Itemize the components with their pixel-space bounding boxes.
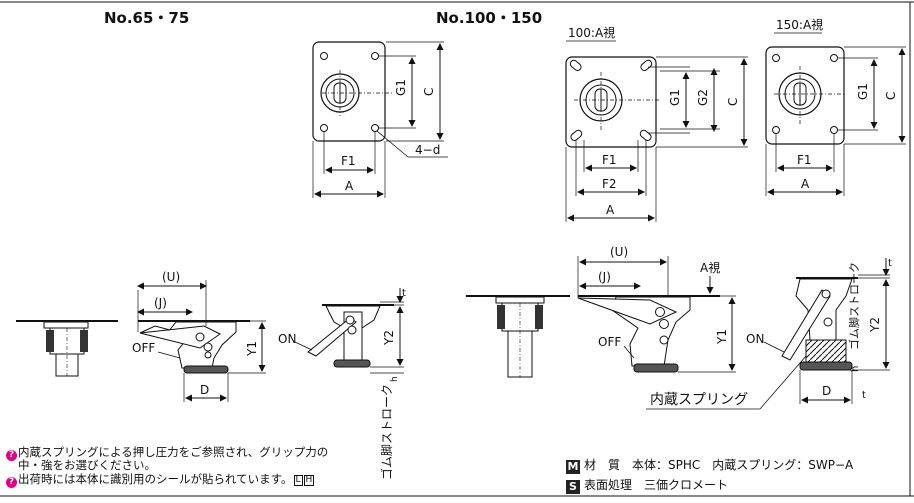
dim-d-small: D (200, 383, 209, 397)
tag-l: L (293, 475, 303, 486)
top-view-65-75: G1 C F1 A 4−d (312, 41, 448, 198)
dim-u-small: (U) (162, 270, 180, 284)
caution-icon: ? (6, 450, 17, 461)
side-view-small-on: ON t Y2 h ゴム脚ストローク (278, 288, 406, 480)
dim-c: C (422, 88, 436, 96)
note-line-1: ?内蔵スプリングによる押し圧力をご参照され、グリップ力の (6, 446, 328, 461)
dim-f1: F1 (341, 154, 356, 168)
dim-f1-150: F1 (797, 153, 812, 167)
dim-a-150: A (801, 177, 810, 191)
dim-j-small: (J) (154, 296, 167, 310)
stroke-label-small: ゴム脚ストローク (379, 384, 394, 480)
side-view-large-on: ON t Y2 ゴム脚ストローク h D t (746, 258, 892, 404)
dim-a: A (345, 179, 354, 193)
dim-a-100: A (606, 203, 615, 217)
spring-callout: 内蔵スプリング (646, 355, 807, 410)
dim-h-large: h (850, 366, 861, 372)
dim-t-small: t (402, 288, 406, 299)
view-label-100: 100:A視 (568, 25, 615, 40)
label-on-large: ON (746, 332, 764, 346)
dim-c-150: C (884, 92, 898, 100)
dim-u-large: (U) (610, 245, 628, 259)
dim-y1-small: Y1 (245, 341, 259, 357)
note-line-2: 中・強をお選びください。 (18, 458, 156, 472)
front-view-small (16, 320, 118, 377)
top-view-100: G1 G2 C F1 F2 A (565, 56, 748, 222)
surface-badge: S (566, 480, 580, 494)
dim-y2-large: Y2 (868, 317, 882, 333)
dim-j-large: (J) (598, 270, 611, 284)
material-badge: M (566, 460, 580, 474)
dim-f1-100: F1 (602, 153, 617, 167)
side-view-small-off: (U) (J) Y1 D OFF (132, 270, 266, 402)
label-on-small: ON (278, 332, 296, 346)
stroke-label-large: ゴム脚ストローク (847, 262, 861, 350)
dim-t-large: t (888, 258, 892, 269)
dim-g1: G1 (394, 79, 408, 96)
caution-icon: ? (6, 477, 17, 488)
dim-g1-150: G1 (856, 83, 870, 100)
top-view-150: G1 C F1 A (765, 46, 906, 196)
label-off-large: OFF (598, 335, 621, 349)
tag-h: H (303, 475, 315, 486)
label-spring: 内蔵スプリング (650, 392, 748, 408)
dim-h-small: h (390, 376, 400, 382)
dim-d-large: D (822, 384, 831, 398)
dim-4d: 4−d (415, 143, 440, 157)
heading-no100-150: No.100・150 (436, 9, 542, 27)
dim-y2-small: Y2 (382, 330, 396, 346)
dim-c-100: C (726, 98, 740, 106)
dim-h2-large: t (862, 390, 866, 401)
heading-no65-75: No.65・75 (104, 9, 189, 27)
side-view-large-off: (U) (J) A視 Y1 OFF (577, 245, 736, 373)
dim-g2-100: G2 (696, 89, 710, 106)
view-label-150: 150:A視 (776, 17, 823, 32)
dim-g1-100: G1 (668, 89, 682, 106)
label-off-small: OFF (132, 341, 155, 355)
dim-y1-large: Y1 (715, 329, 729, 345)
label-a-view: A視 (700, 260, 720, 275)
dim-f2-100: F2 (602, 177, 617, 191)
front-view-large (466, 295, 570, 378)
